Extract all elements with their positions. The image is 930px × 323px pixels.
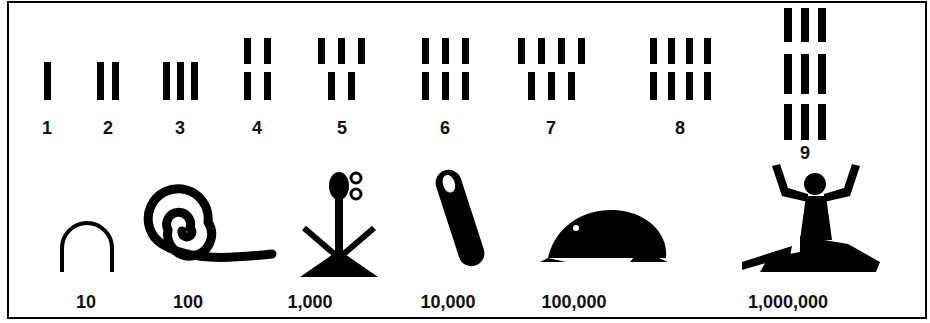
tally-stroke [112, 62, 119, 100]
tally-stroke [328, 72, 335, 100]
tally-stroke [191, 62, 198, 100]
tally-stroke [244, 38, 251, 64]
numeral-value: 3 [175, 118, 185, 138]
tally-stroke [44, 62, 51, 100]
numeral-value: 7 [546, 118, 556, 138]
numeral-value: 1,000,000 [748, 292, 828, 312]
tally-stroke [462, 38, 469, 64]
tally-stroke [704, 38, 711, 64]
tally-stroke [177, 62, 184, 100]
tally-stroke [650, 38, 657, 64]
tally-stroke [668, 38, 675, 64]
finger-symbol [432, 166, 488, 269]
tally-stroke [801, 104, 809, 140]
tally-stroke [668, 72, 675, 100]
numeral-value: 5 [337, 118, 347, 138]
numeral-value: 4 [252, 118, 262, 138]
tally-stroke [442, 72, 449, 100]
lotus-symbol [300, 172, 378, 277]
numeral-value: 10,000 [420, 292, 475, 312]
numeral-value: 2 [103, 118, 113, 138]
tally-stroke [264, 38, 271, 64]
tally-stroke [462, 72, 469, 100]
tally-stroke [518, 38, 525, 64]
tally-stroke [801, 8, 809, 42]
coil-rope-symbol [148, 189, 272, 258]
tally-stroke [348, 72, 355, 100]
numeral-value: 8 [675, 118, 685, 138]
tally-stroke [97, 62, 104, 100]
numeral-value: 100,000 [541, 292, 606, 312]
tally-stroke [818, 104, 826, 140]
heel-bone-symbol [62, 223, 112, 272]
tally-stroke [784, 8, 792, 42]
numeral-value: 100 [173, 292, 203, 312]
numeral-value: 6 [440, 118, 450, 138]
numeral-value: 1 [42, 118, 52, 138]
tally-stroke [568, 72, 575, 100]
tally-stroke [422, 72, 429, 100]
numeral-value: 1,000 [287, 292, 332, 312]
tally-stroke [358, 38, 365, 64]
tally-stroke [422, 38, 429, 64]
tally-stroke [818, 54, 826, 94]
tally-stroke [318, 38, 325, 64]
tally-stroke [801, 54, 809, 94]
tally-stroke [548, 72, 555, 100]
tally-stroke [558, 38, 565, 64]
tally-stroke [686, 72, 693, 100]
tally-stroke [784, 54, 792, 94]
tally-stroke [818, 8, 826, 42]
kneeling-man-symbol [742, 164, 880, 272]
tally-stroke [264, 72, 271, 100]
tally-stroke [686, 38, 693, 64]
numeral-value: 10 [76, 292, 96, 312]
numeral-value: 9 [800, 143, 810, 163]
frog-symbol [540, 210, 668, 262]
tally-stroke [244, 72, 251, 100]
tally-stroke [163, 62, 170, 100]
tally-stroke [528, 72, 535, 100]
tally-stroke [538, 38, 545, 64]
tally-stroke [704, 72, 711, 100]
tally-stroke [650, 72, 657, 100]
frame-border [8, 2, 926, 318]
tally-stroke [578, 38, 585, 64]
tally-stroke [442, 38, 449, 64]
tally-strokes [44, 8, 826, 140]
tally-stroke [784, 104, 792, 140]
tally-stroke [338, 38, 345, 64]
